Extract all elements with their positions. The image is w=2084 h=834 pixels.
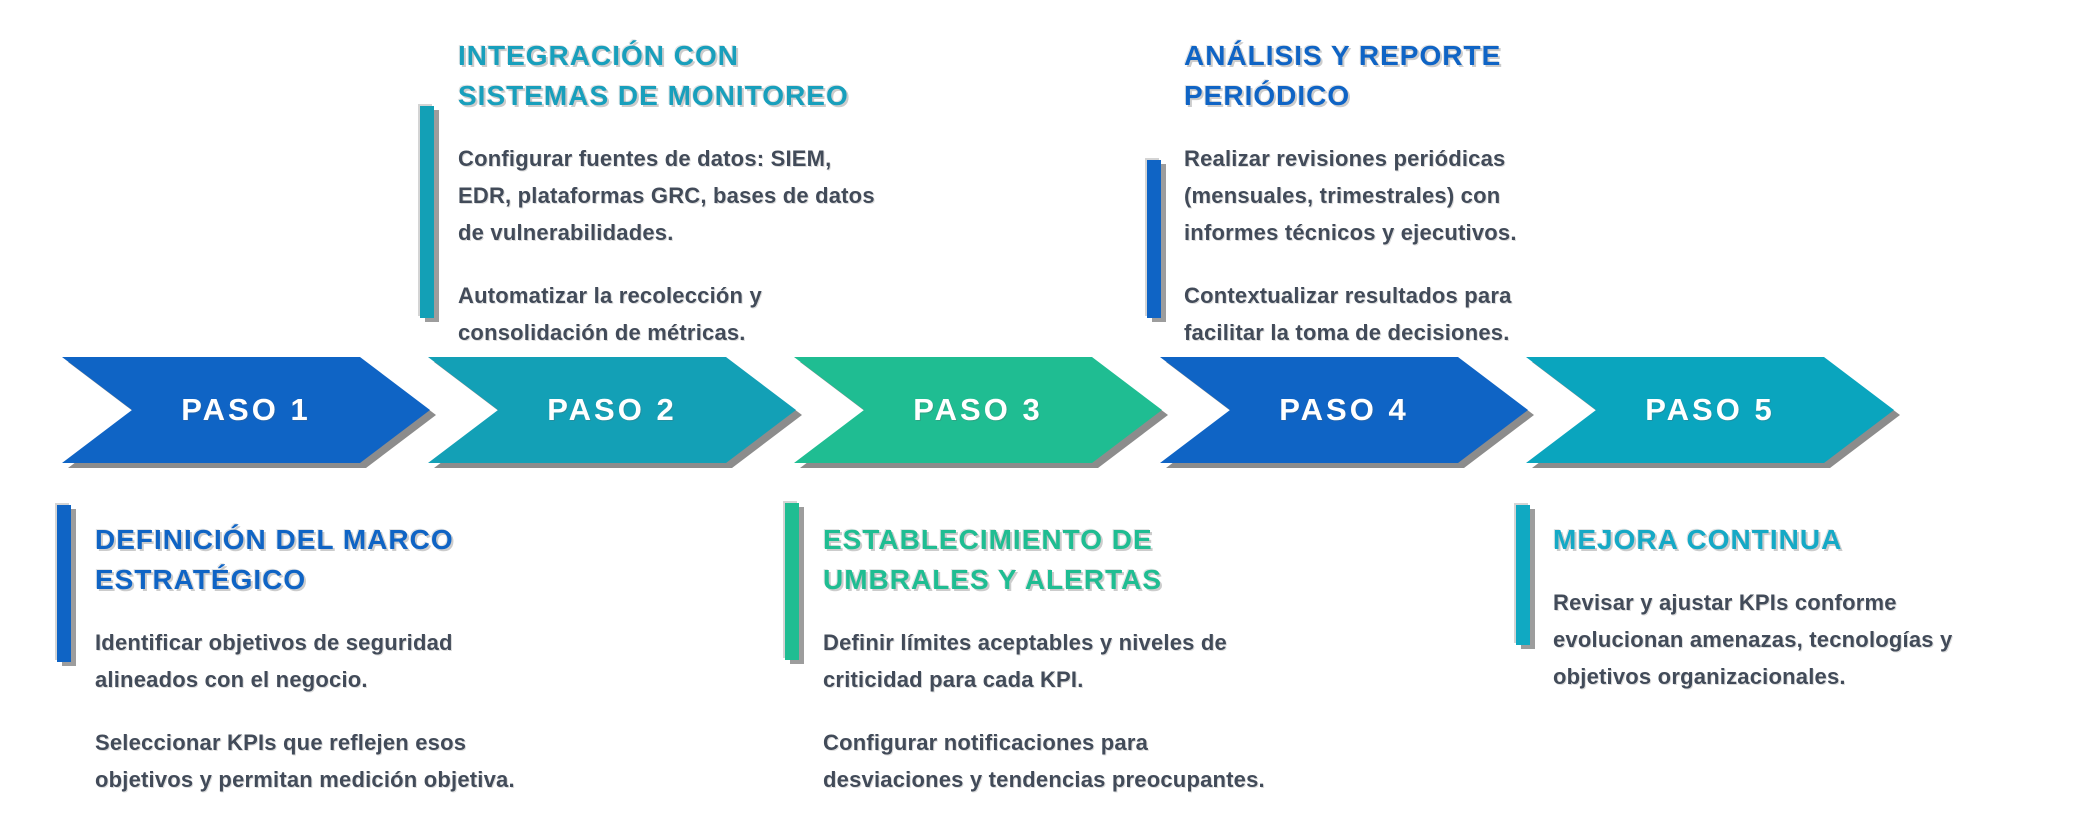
step-4-info-block: ANÁLISIS Y REPORTE PERIÓDICO Realizar re…	[1147, 36, 1594, 377]
step-3-arrow: PASO 3	[794, 357, 1162, 463]
step-2-description: Configurar fuentes de datos: SIEM, EDR, …	[458, 140, 882, 351]
step-3-arrow-label: PASO 3	[913, 392, 1043, 427]
step-3-arrow-shape: PASO 3	[794, 357, 1162, 463]
step-4-arrow-shape: PASO 4	[1160, 357, 1528, 463]
step-2-accent-bar	[420, 106, 434, 318]
step-2-arrow-label: PASO 2	[547, 392, 677, 427]
step-5-arrow-shape: PASO 5	[1526, 357, 1894, 463]
step-2-info-block: INTEGRACIÓN CON SISTEMAS DE MONITOREO Co…	[420, 36, 882, 377]
step-1-paragraph: Identificar objetivos de seguridad aline…	[95, 630, 453, 692]
step-5-accent-bar	[1516, 505, 1530, 645]
step-1-arrow: PASO 1	[62, 357, 430, 463]
step-1-info-block: DEFINICIÓN DEL MARCO ESTRATÉGICO Identif…	[57, 505, 515, 824]
step-2-paragraph: Automatizar la recolección y consolidaci…	[458, 283, 762, 345]
step-3-title: ESTABLECIMIENTO DE UMBRALES Y ALERTAS	[823, 524, 1162, 595]
step-3-accent-bar	[785, 503, 799, 660]
step-5-title: MEJORA CONTINUA	[1553, 524, 1843, 555]
step-2-title: INTEGRACIÓN CON SISTEMAS DE MONITOREO	[458, 40, 849, 111]
step-4-paragraph: Contextualizar resultados para facilitar…	[1184, 283, 1512, 345]
step-1-accent-bar	[57, 505, 71, 662]
step-4-arrow: PASO 4	[1160, 357, 1528, 463]
step-5-info-block: MEJORA CONTINUA Revisar y ajustar KPIs c…	[1516, 505, 2008, 721]
step-3-info-block: ESTABLECIMIENTO DE UMBRALES Y ALERTAS De…	[785, 503, 1283, 824]
step-4-accent-bar	[1147, 160, 1161, 318]
step-1-description: Identificar objetivos de seguridad aline…	[95, 624, 515, 798]
step-4-arrow-label: PASO 4	[1279, 392, 1409, 427]
step-5-arrow-label: PASO 5	[1645, 392, 1775, 427]
step-3-description: Definir límites aceptables y niveles de …	[823, 624, 1283, 798]
step-2-arrow-shape: PASO 2	[428, 357, 796, 463]
step-4-title: ANÁLISIS Y REPORTE PERIÓDICO	[1184, 40, 1502, 111]
step-1-paragraph: Seleccionar KPIs que reflejen esos objet…	[95, 730, 515, 792]
step-1-arrow-shape: PASO 1	[62, 357, 430, 463]
step-3-paragraph: Configurar notificaciones para desviacio…	[823, 730, 1265, 792]
step-5-description: Revisar y ajustar KPIs conforme evolucio…	[1553, 584, 2008, 695]
step-4-description: Realizar revisiones periódicas (mensuale…	[1184, 140, 1594, 351]
step-2-paragraph: Configurar fuentes de datos: SIEM, EDR, …	[458, 146, 875, 245]
step-4-paragraph: Realizar revisiones periódicas (mensuale…	[1184, 146, 1517, 245]
step-1-arrow-label: PASO 1	[181, 392, 311, 427]
step-3-paragraph: Definir límites aceptables y niveles de …	[823, 630, 1227, 692]
step-5-paragraph: Revisar y ajustar KPIs conforme evolucio…	[1553, 590, 1953, 689]
step-1-title: DEFINICIÓN DEL MARCO ESTRATÉGICO	[95, 524, 454, 595]
step-5-arrow: PASO 5	[1526, 357, 1894, 463]
step-2-arrow: PASO 2	[428, 357, 796, 463]
